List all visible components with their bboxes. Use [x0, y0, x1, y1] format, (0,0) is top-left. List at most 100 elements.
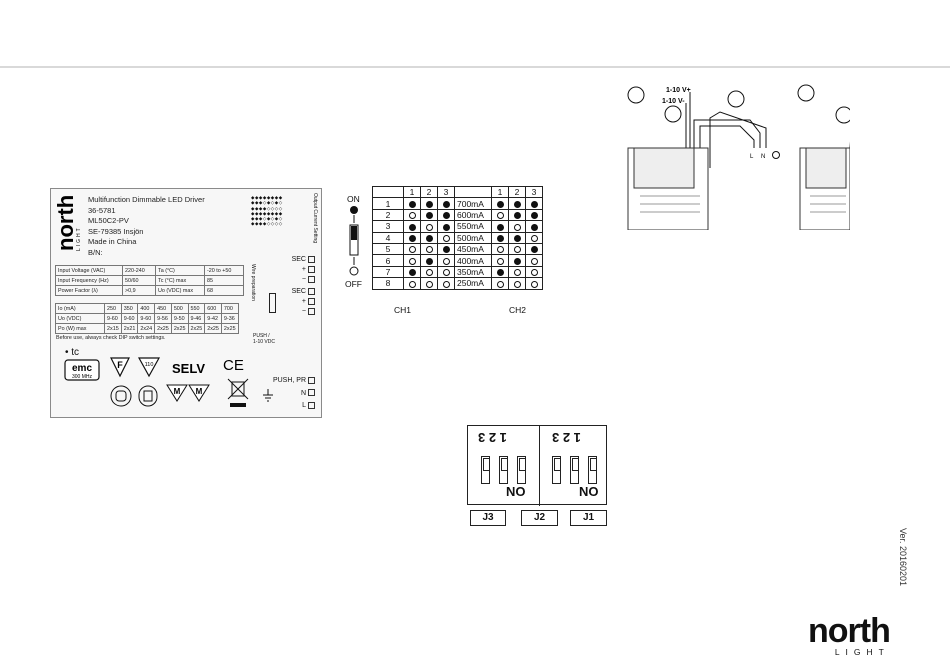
dot-on-icon — [496, 269, 504, 277]
product-label: north LIGHT Multifunction Dimmable LED D… — [50, 188, 322, 418]
dot-on-icon — [513, 212, 521, 220]
switch-j1-1[interactable] — [588, 456, 597, 484]
switch-j3-3[interactable] — [481, 456, 490, 484]
right-switch-digits: 1 2 3 — [552, 430, 581, 445]
left-switch-digits: 1 2 3 — [478, 430, 507, 445]
svg-text:LIGHT: LIGHT — [76, 226, 82, 251]
dot-on-icon — [408, 223, 416, 231]
svg-text:M: M — [196, 387, 203, 396]
step-d-icon — [797, 84, 815, 102]
earth-icon — [772, 151, 780, 159]
output-setting-column: Output Current Setting — [308, 193, 320, 273]
dot-on-icon — [530, 200, 538, 208]
art-number: 36-5781 — [88, 205, 116, 215]
dip-switch-legend-icon — [349, 206, 359, 276]
dot-on-icon — [496, 223, 504, 231]
terminal-sec-1: SEC — [279, 287, 315, 297]
output-setting-label: Output Current Setting — [312, 193, 318, 244]
switch-j3-1[interactable] — [517, 456, 526, 484]
dot-on-icon — [513, 235, 521, 242]
dot-off-icon — [425, 246, 433, 254]
dot-off-icon — [513, 269, 521, 277]
step-b-icon — [664, 105, 682, 123]
svg-text:F: F — [117, 360, 123, 370]
north-light-logo: north LIGHT — [808, 612, 891, 657]
north-logo-vertical: north LIGHT — [55, 195, 82, 251]
switch-j3-2[interactable] — [499, 456, 508, 484]
model-number: ML50C2-PV — [88, 216, 129, 226]
j3-label: J3 — [470, 510, 506, 526]
svg-text:north: north — [55, 195, 78, 251]
ce-icon: CE — [223, 357, 244, 374]
dot-off-icon — [496, 257, 504, 265]
dot-on-icon — [442, 246, 450, 254]
footer-brand: north — [808, 612, 891, 650]
dot-off-icon — [442, 280, 450, 288]
product-info: Multifunction Dimmable LED Driver 36-578… — [88, 195, 205, 259]
dip-check-note: Before use, always check DIP switch sett… — [56, 335, 166, 341]
mm-mark-icon: M M — [166, 384, 210, 402]
dot-off-icon — [442, 257, 450, 265]
switch-j1-2[interactable] — [570, 456, 579, 484]
class-2-icon — [110, 385, 132, 407]
dot-on-icon — [425, 200, 433, 208]
origin: Made in China — [88, 237, 137, 247]
j1-label: J1 — [570, 510, 607, 526]
dot-on-icon — [442, 212, 450, 220]
ch2-label: CH2 — [509, 305, 527, 315]
dot-off-icon — [408, 212, 416, 220]
mains-terminals: PUSH, PR N L — [265, 375, 315, 413]
dot-off-icon — [496, 280, 504, 288]
tc-mark: • tc — [65, 347, 80, 358]
dot-on-icon — [408, 200, 416, 208]
address: SE-79385 Insjön — [88, 226, 144, 236]
dot-on-icon — [530, 246, 538, 254]
dot-on-icon — [408, 269, 416, 277]
certification-marks: emc 300 MHz F 110 SELV CE M M — [64, 357, 249, 407]
on-mark-left: ON — [506, 484, 526, 499]
j2-label: J2 — [521, 510, 558, 526]
dot-off-icon — [408, 246, 416, 254]
dot-off-icon — [530, 257, 538, 265]
switch-j1-3[interactable] — [552, 456, 561, 484]
svg-text:1-10 V+: 1-10 V+ — [666, 87, 691, 94]
dip-switch-block: 1 2 3 1 2 3 ON ON — [467, 425, 607, 506]
dot-on-icon — [530, 212, 538, 220]
ground-icon — [263, 389, 273, 402]
svg-text:110: 110 — [145, 362, 154, 368]
svg-text:300 MHz: 300 MHz — [72, 374, 93, 380]
terminal-sec-2: SEC — [279, 255, 315, 265]
wiring-diagram: 1-10 V+ 1-10 V- L N — [627, 84, 850, 230]
dot-off-icon — [513, 280, 521, 288]
wire-prep-icon — [269, 293, 276, 313]
dot-on-icon — [442, 223, 450, 231]
dot-off-icon — [530, 280, 538, 288]
dot-off-icon — [530, 269, 538, 277]
version-label: Ver. 20160201 — [898, 528, 908, 587]
dot-off-icon — [530, 235, 538, 242]
terminal-plus-2: + — [279, 265, 315, 275]
dot-off-icon — [408, 280, 416, 288]
terminal-minus-2: − — [279, 275, 315, 285]
step-c-icon — [727, 90, 745, 108]
off-label: OFF — [345, 279, 362, 289]
terminal-minus-1: − — [279, 307, 315, 317]
product-title: Multifunction Dimmable LED Driver — [88, 195, 205, 204]
push-label: PUSH / 1-10 VDC — [253, 333, 275, 345]
dot-off-icon — [442, 235, 450, 242]
terminal-labels: SEC + − SEC + − — [279, 255, 315, 317]
temperature-mark-icon: 110 — [137, 357, 161, 378]
dot-off-icon — [513, 223, 521, 231]
svg-text:N: N — [761, 154, 765, 160]
